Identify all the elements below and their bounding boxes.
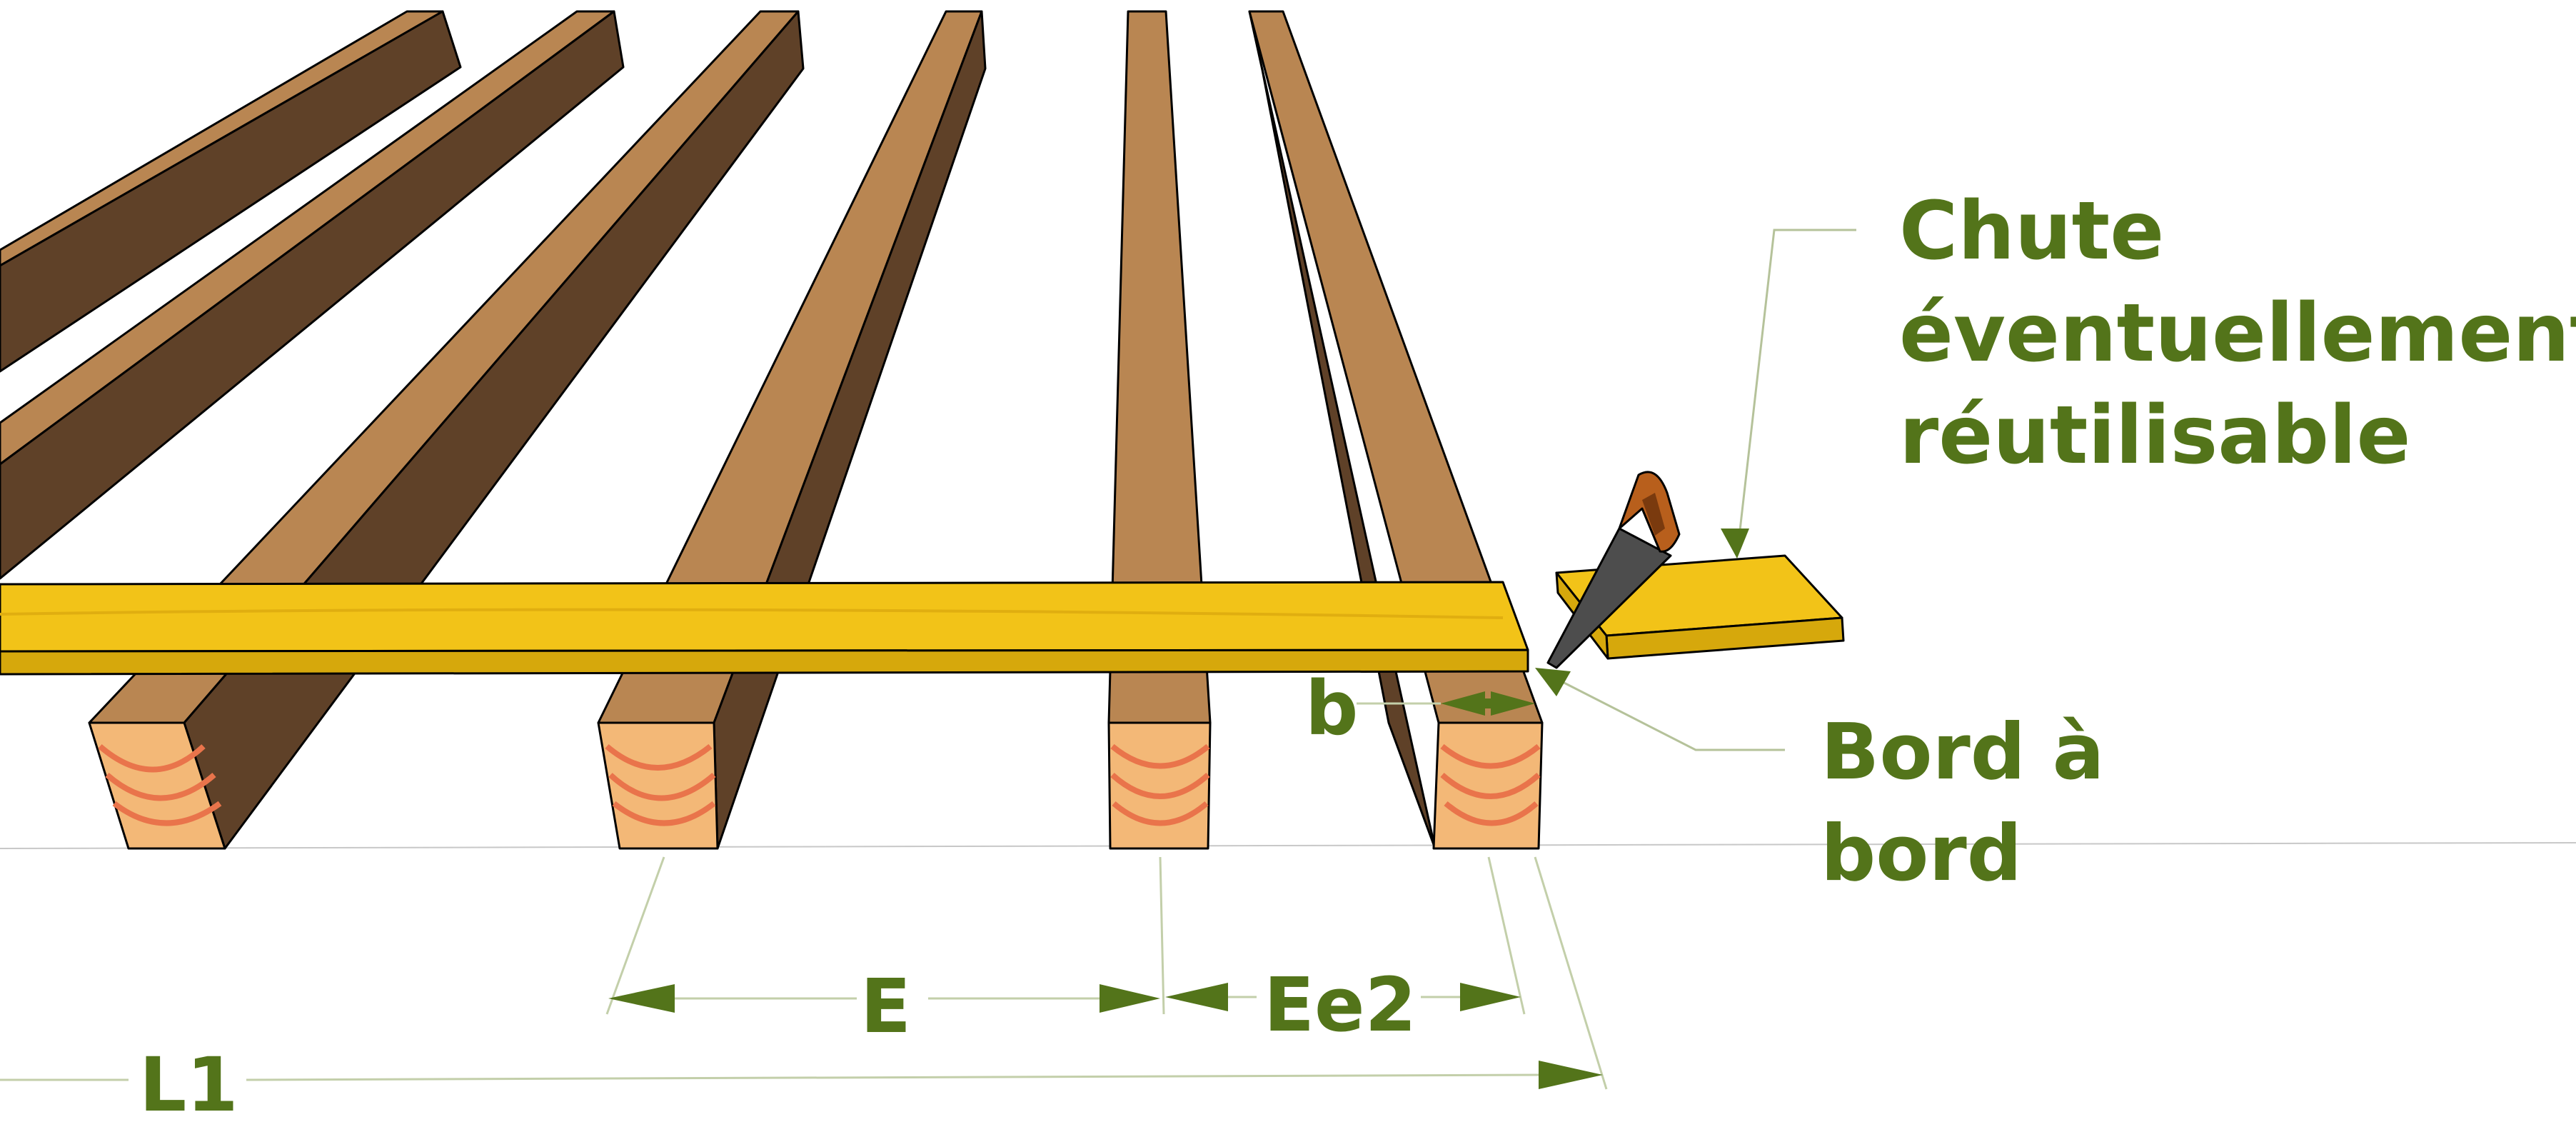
chute-label-line3: réutilisable — [1899, 389, 2410, 482]
bord-label-line1: Bord à — [1821, 708, 2105, 797]
dimension-L1: L1 — [0, 1041, 1603, 1128]
label-b: b — [1305, 665, 1358, 752]
label-E: E — [860, 963, 911, 1050]
joist-6 — [1248, 10, 1544, 850]
label-L1: L1 — [139, 1041, 238, 1128]
chute-label-line2: éventuellement — [1899, 287, 2576, 380]
bord-annotation: Bord à bord — [1535, 668, 2105, 898]
chute-annotation: Chute éventuellement réutilisable — [1721, 185, 2576, 559]
end-grain — [98, 743, 1541, 826]
gap-b-dimension: b — [1305, 665, 1535, 752]
extension-lines — [605, 856, 1608, 1090]
joist-2 — [0, 10, 625, 580]
ground-line — [0, 842, 2576, 849]
dimension-E: E — [608, 963, 1160, 1050]
joist-1 — [0, 10, 462, 373]
label-Ee2: Ee2 — [1264, 961, 1417, 1048]
chute-label-line1: Chute — [1899, 185, 2164, 278]
saw-icon — [1546, 471, 1681, 669]
bord-label-line2: bord — [1821, 809, 2022, 898]
deck-board — [0, 581, 1529, 676]
joist-5 — [1107, 10, 1212, 850]
dimension-Ee2: Ee2 — [1165, 961, 1521, 1048]
